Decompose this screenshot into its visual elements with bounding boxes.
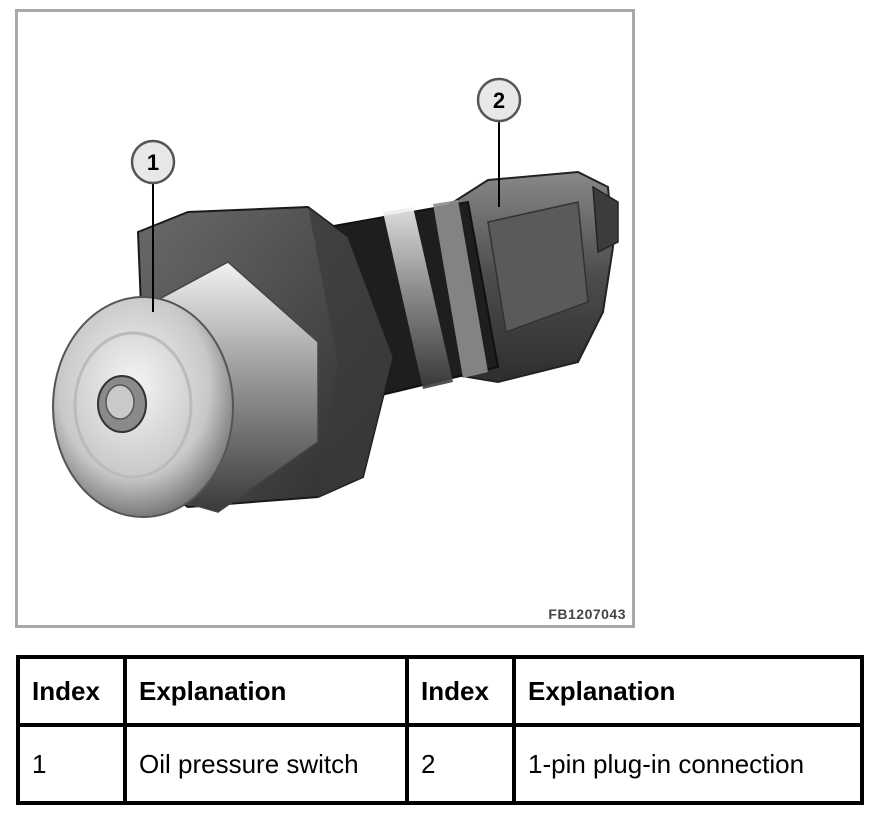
legend-table: Index Explanation Index Explanation 1 Oi…: [16, 655, 864, 805]
callout-2: 2: [476, 77, 522, 207]
legend-header-row: Index Explanation Index Explanation: [16, 655, 864, 727]
row-explanation-2: 1-pin plug-in connection: [512, 723, 864, 805]
header-index-2: Index: [405, 655, 516, 727]
callout-1: 1: [130, 139, 176, 312]
table-row: 1 Oil pressure switch 2 1-pin plug-in co…: [16, 723, 864, 805]
row-index-1: 1: [16, 723, 127, 805]
front-cylinder: [52, 261, 319, 518]
oil-pressure-switch-illustration: 1 2: [52, 77, 619, 518]
figure-code: FB1207043: [548, 606, 626, 622]
header-index-1: Index: [16, 655, 127, 727]
row-index-2: 2: [405, 723, 516, 805]
figure-frame: 1 2 FB1207043: [15, 9, 635, 628]
header-explanation-1: Explanation: [123, 655, 409, 727]
row-explanation-1: Oil pressure switch: [123, 723, 409, 805]
callout-2-label: 2: [493, 88, 505, 113]
callout-1-label: 1: [147, 150, 159, 175]
header-explanation-2: Explanation: [512, 655, 864, 727]
